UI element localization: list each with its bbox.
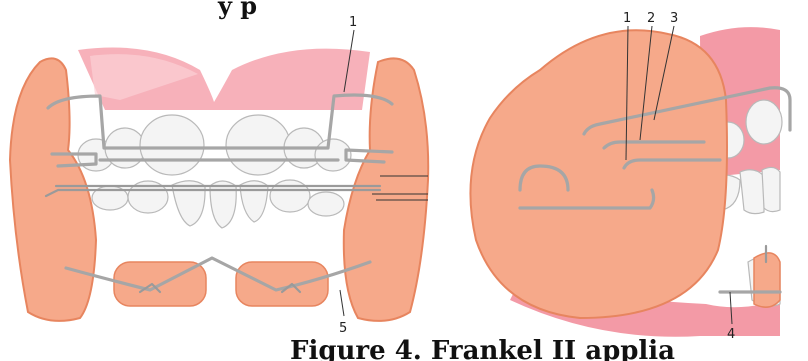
- upper-teeth: [78, 115, 351, 175]
- front-label-1: 1: [349, 15, 357, 30]
- side-label-2: 2: [647, 11, 655, 26]
- side-view: 1 2 3 4: [470, 11, 790, 342]
- front-label-5: 5: [339, 321, 347, 336]
- lower-teeth: [92, 180, 344, 228]
- side-label-4: 4: [727, 327, 735, 342]
- side-label-3: 3: [670, 11, 678, 26]
- side-label-1: 1: [623, 11, 631, 26]
- figure-caption: Figure 4. Frankel II applia: [290, 336, 675, 361]
- front-view: 1 5: [10, 15, 428, 336]
- side-buccal-shield: [470, 30, 727, 318]
- top-caption-fragment: y p: [217, 0, 257, 20]
- lip-pad-right: [236, 262, 328, 306]
